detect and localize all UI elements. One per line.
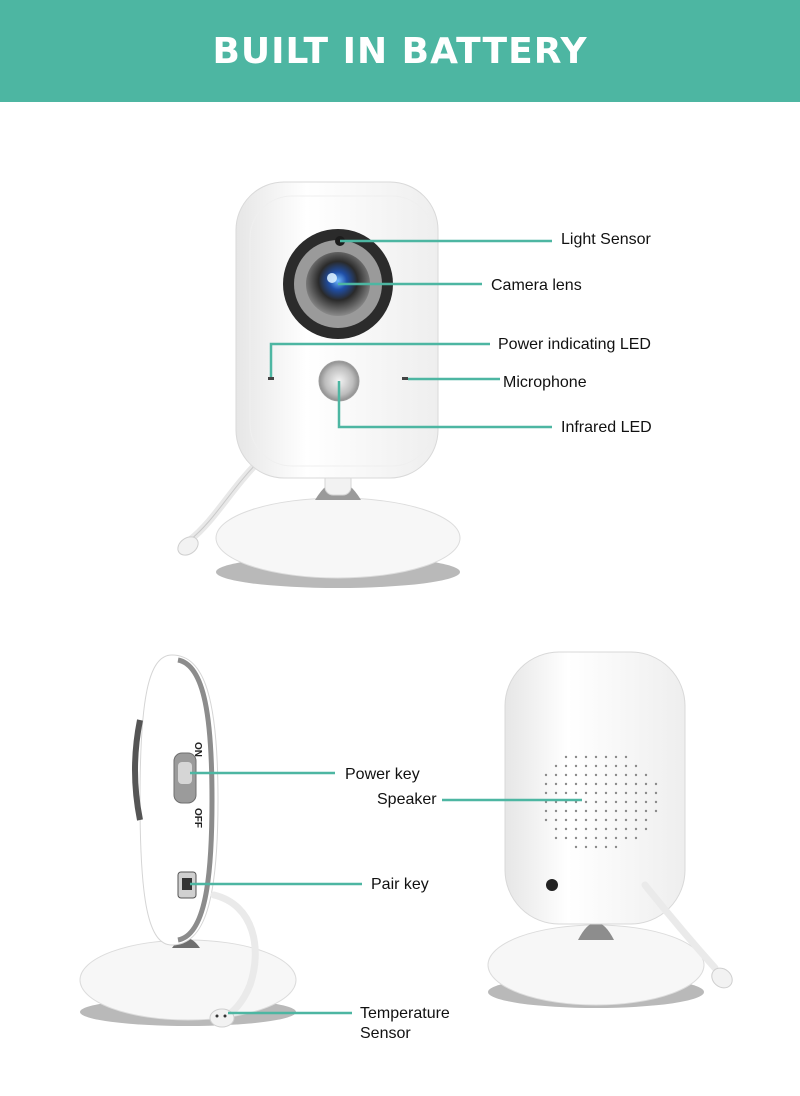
front-temp-probe <box>177 536 199 556</box>
label-infrared-led: Infrared LED <box>561 419 652 436</box>
label-light-sensor: Light Sensor <box>561 231 651 248</box>
microphone-hole-icon <box>402 377 408 380</box>
label-speaker: Speaker <box>377 791 437 808</box>
side-callout-lines <box>190 771 362 1015</box>
label-pair-key: Pair key <box>371 876 429 893</box>
label-microphone: Microphone <box>503 374 587 391</box>
temperature-sensor-icon <box>209 1008 235 1028</box>
switch-off-text: OFF <box>192 808 203 828</box>
back-temp-probe <box>711 967 733 989</box>
speaker-grille-icon <box>544 755 658 849</box>
label-power-key: Power key <box>345 766 420 783</box>
back-camera <box>487 651 733 1008</box>
front-callout-lines <box>269 239 552 429</box>
label-temperature-line2: Sensor <box>360 1025 411 1042</box>
power-led-icon <box>268 377 274 380</box>
label-camera-lens: Camera lens <box>491 277 582 294</box>
label-temperature-line1: Temperature <box>360 1005 450 1022</box>
banner-title: BUILT IN BATTERY <box>212 30 588 72</box>
header-banner: BUILT IN BATTERY <box>0 0 800 102</box>
label-power-led: Power indicating LED <box>498 336 651 353</box>
switch-on-text: ON <box>192 742 203 757</box>
side-camera: ON OFF <box>79 654 297 1028</box>
front-camera <box>177 181 461 588</box>
back-port-icon <box>546 879 558 891</box>
